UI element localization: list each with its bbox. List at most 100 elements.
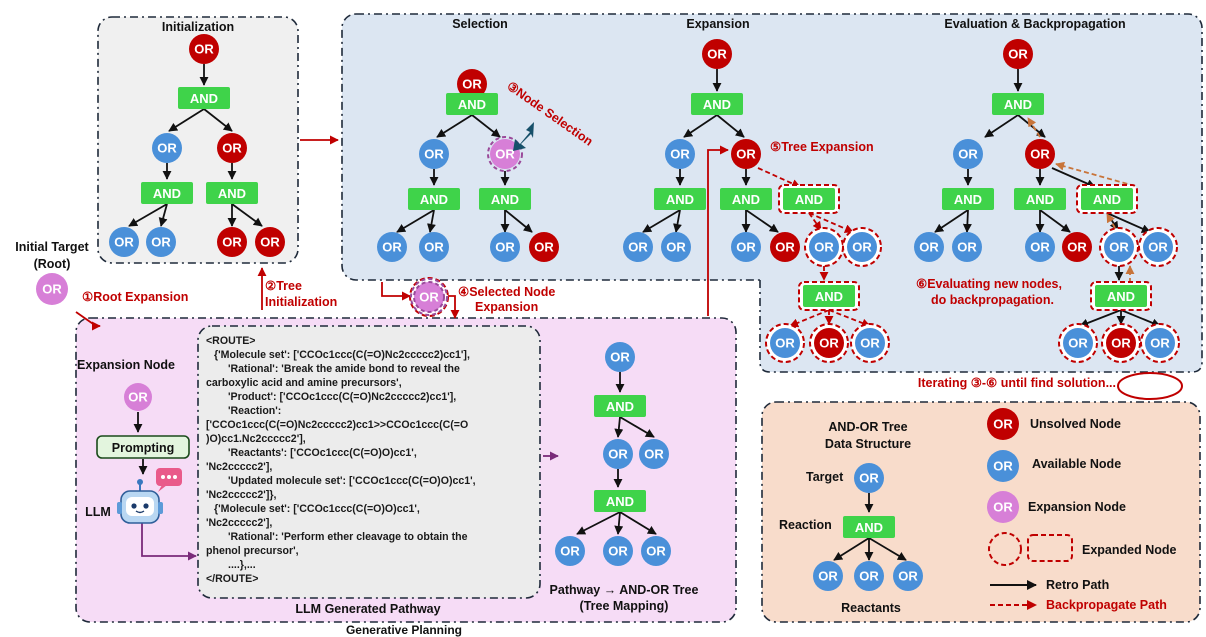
svg-text:OR: OR	[993, 417, 1013, 432]
legend-available: Available Node	[1032, 457, 1121, 471]
svg-text:OR: OR	[222, 141, 242, 156]
svg-text:OR: OR	[852, 240, 872, 255]
and-node: AND	[654, 188, 706, 210]
or-node: OR	[952, 232, 982, 262]
or-node: OR	[854, 463, 884, 493]
or-node: OR	[987, 450, 1019, 482]
svg-text:AND: AND	[1107, 289, 1135, 304]
legend-title-1: AND-OR Tree	[828, 420, 907, 434]
svg-text:AND: AND	[218, 186, 246, 201]
or-node: OR	[665, 139, 695, 169]
svg-text:OR: OR	[819, 336, 839, 351]
tree-edge	[868, 537, 907, 561]
selected-node-ring	[410, 278, 448, 316]
step-tree-init-2: Initialization	[265, 295, 337, 309]
step-tree-init-1: ②Tree	[265, 279, 302, 293]
title-initialization: Initialization	[162, 20, 234, 34]
or-node: OR	[124, 383, 152, 411]
and-node: AND	[1090, 281, 1152, 311]
route-line: <ROUTE>	[206, 335, 256, 347]
or-node: OR	[1003, 39, 1033, 69]
svg-text:AND: AND	[703, 97, 731, 112]
or-node: OR	[152, 133, 182, 163]
or-node: OR	[1025, 232, 1055, 262]
flow-arrow	[381, 282, 411, 301]
svg-text:AND: AND	[815, 289, 843, 304]
prompting-label: Prompting	[112, 441, 175, 455]
tree-edge	[128, 203, 168, 227]
or-node: OR	[457, 69, 487, 99]
route-line: 'Product': ['CCOc1ccc(C(=O)Nc2ccccc2)cc1…	[228, 391, 457, 403]
initial-target-label-1: Initial Target	[15, 240, 89, 254]
tree-edge	[1120, 309, 1161, 328]
svg-text:OR: OR	[151, 235, 171, 250]
title-expansion: Expansion	[686, 17, 749, 31]
or-node: OR	[813, 561, 843, 591]
route-line: 'Nc2ccccc2'],	[206, 461, 273, 473]
route-line: 'Rational': 'Break the amide bond to rev…	[228, 363, 460, 375]
tree-edge	[1039, 209, 1071, 233]
svg-text:OR: OR	[646, 544, 666, 559]
selection-pointer-icon	[513, 122, 534, 151]
title-generative-planning: Generative Planning	[346, 623, 462, 637]
svg-text:OR: OR	[670, 147, 690, 162]
svg-text:OR: OR	[495, 240, 515, 255]
or-node: OR	[605, 342, 635, 372]
or-node: OR	[809, 323, 849, 363]
svg-text:OR: OR	[993, 500, 1013, 515]
legend-retro: Retro Path	[1046, 578, 1109, 592]
or-node: OR	[854, 561, 884, 591]
legend-backprop: Backpropagate Path	[1046, 598, 1167, 612]
and-node: AND	[942, 188, 994, 210]
svg-text:OR: OR	[993, 459, 1013, 474]
svg-text:OR: OR	[114, 235, 134, 250]
or-node: OR	[419, 232, 449, 262]
panel-search	[341, 13, 1203, 281]
tree-edge	[833, 537, 870, 561]
tree-edge	[1055, 161, 1136, 187]
svg-text:AND: AND	[153, 186, 181, 201]
svg-text:OR: OR	[1068, 336, 1088, 351]
route-line: </ROUTE>	[206, 573, 259, 585]
svg-text:OR: OR	[736, 147, 756, 162]
legend-unsolved: Unsolved Node	[1030, 417, 1121, 431]
or-node: OR	[953, 139, 983, 169]
svg-text:OR: OR	[957, 240, 977, 255]
tree-edge	[427, 209, 436, 233]
svg-text:OR: OR	[128, 390, 148, 405]
svg-text:OR: OR	[919, 240, 939, 255]
route-line: 'Updated molecule set': ['CCOc1ccc(C(=O)…	[228, 475, 476, 487]
tree-edge	[619, 416, 655, 438]
or-node: OR	[804, 227, 844, 267]
tree-edge	[984, 114, 1019, 138]
svg-text:AND: AND	[666, 192, 694, 207]
flow-arrow	[75, 311, 101, 331]
robot-icon	[117, 479, 163, 524]
and-node: AND	[1076, 184, 1138, 214]
and-node: AND	[178, 87, 230, 109]
step-root-expansion: ①Root Expansion	[82, 290, 188, 304]
or-node: OR	[850, 323, 890, 363]
svg-text:OR: OR	[859, 471, 879, 486]
svg-text:OR: OR	[644, 447, 664, 462]
svg-text:AND: AND	[855, 520, 883, 535]
tree-edge	[504, 209, 533, 233]
or-node: OR	[1101, 323, 1141, 363]
llm-label: LLM	[85, 505, 111, 519]
or-node: OR	[623, 232, 653, 262]
and-node: AND	[479, 188, 531, 210]
svg-text:OR: OR	[1030, 240, 1050, 255]
tree-edge	[716, 114, 745, 138]
route-line: ....},...	[228, 559, 256, 571]
title-selection: Selection	[452, 17, 508, 31]
and-node: AND	[1014, 188, 1066, 210]
and-node: AND	[594, 490, 646, 512]
or-node: OR	[702, 39, 732, 69]
tree-edge	[576, 511, 621, 535]
title-tree-mapping-2: (Tree Mapping)	[580, 599, 669, 613]
or-node: OR	[731, 139, 761, 169]
or-node: OR	[1058, 323, 1098, 363]
svg-text:OR: OR	[1111, 336, 1131, 351]
or-node: OR	[36, 273, 68, 305]
tree-edge	[614, 511, 624, 535]
